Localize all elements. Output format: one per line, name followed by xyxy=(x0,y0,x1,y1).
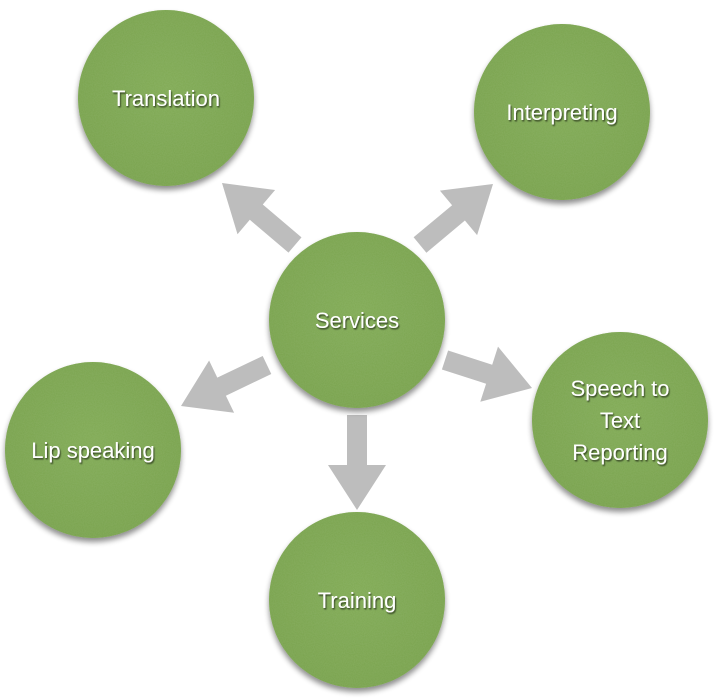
node-label: Training xyxy=(318,588,397,613)
node-texture xyxy=(78,10,254,186)
arrow-to-translation xyxy=(222,183,302,253)
node-label: Lip speaking xyxy=(31,438,155,463)
node-label-line: Speech to xyxy=(570,376,669,401)
node-texture xyxy=(269,512,445,688)
node-label: Interpreting xyxy=(506,100,617,125)
node-label-line: Text xyxy=(600,408,640,433)
node-texture xyxy=(532,332,708,508)
hub-node-services: Services xyxy=(269,232,445,408)
arrow-to-training xyxy=(328,415,386,510)
node-label: Services xyxy=(315,308,399,333)
arrow-to-speech-to-text-reporting xyxy=(441,346,532,402)
arrow-to-interpreting xyxy=(413,184,493,253)
node-texture xyxy=(474,24,650,200)
node-translation: Translation xyxy=(78,10,254,186)
arrows-layer xyxy=(181,183,532,510)
node-lip-speaking: Lip speaking xyxy=(5,362,181,538)
node-label-line: Translation xyxy=(112,86,220,111)
node-label: Translation xyxy=(112,86,220,111)
node-label-line: Lip speaking xyxy=(31,438,155,463)
node-texture xyxy=(5,362,181,538)
node-label-line: Interpreting xyxy=(506,100,617,125)
node-label-line: Training xyxy=(318,588,397,613)
node-label-line: Reporting xyxy=(572,440,667,465)
node-interpreting: Interpreting xyxy=(474,24,650,200)
node-training: Training xyxy=(269,512,445,688)
arrow-to-lip-speaking xyxy=(181,356,272,413)
node-texture xyxy=(269,232,445,408)
node-label-line: Services xyxy=(315,308,399,333)
